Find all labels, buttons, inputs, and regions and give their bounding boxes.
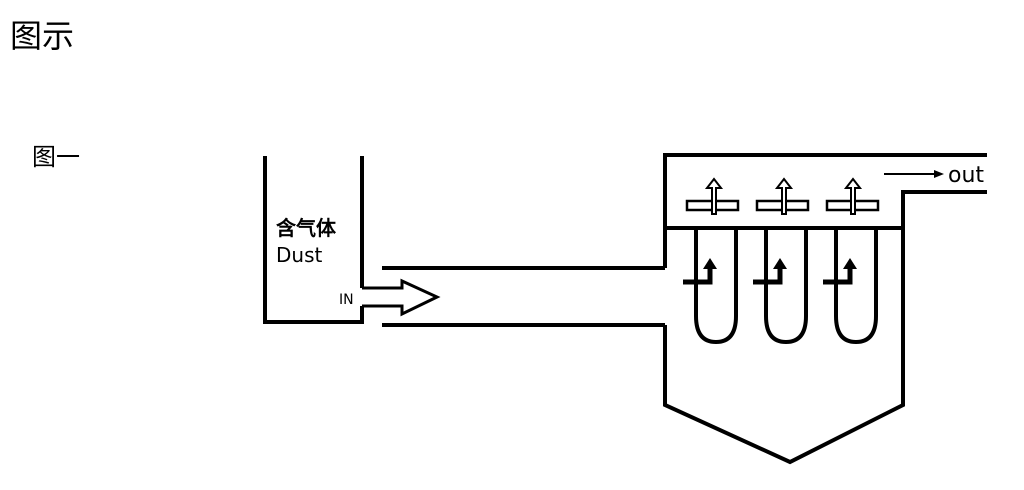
tank-label-en: Dust	[276, 243, 322, 267]
filter-bag-1-flow-arrowhead	[703, 258, 717, 269]
outlet-label: out	[948, 163, 984, 188]
collector-upper-left-wall	[663, 153, 987, 268]
filter-bag-3-flow-arrow-icon	[823, 267, 853, 285]
filter-bag-2-airflow-icon	[774, 177, 794, 215]
figure-label: 图一	[32, 143, 80, 171]
tank-outline	[263, 156, 364, 324]
inlet-arrow	[362, 278, 441, 317]
inlet-duct	[382, 266, 665, 327]
source-tank	[263, 156, 364, 324]
filter-bag-1	[683, 177, 740, 345]
filter-bag-2-flow-arrowhead	[773, 258, 787, 269]
filter-bag-3-outline	[834, 228, 878, 345]
filter-bag-1-outline	[694, 228, 738, 345]
filter-bag-2-outline	[764, 228, 808, 345]
filter-bag-1-airflow-icon	[704, 177, 724, 215]
filter-bag-3-airflow-icon	[843, 177, 863, 215]
tank-label-cn: 含气体	[276, 216, 337, 240]
inlet-label: IN	[339, 292, 354, 308]
collector-hopper	[663, 190, 987, 465]
filter-bag-3	[823, 177, 880, 345]
filter-bag-1-flow-arrow-icon	[683, 267, 713, 285]
page-heading: 图示	[10, 17, 75, 55]
filter-bag-2-flow-arrow-icon	[753, 267, 783, 285]
collector-body	[663, 153, 987, 465]
outlet-arrow-head	[934, 170, 944, 178]
filter-bag-3-flow-arrowhead	[843, 258, 857, 269]
filter-bag-2	[753, 177, 810, 345]
